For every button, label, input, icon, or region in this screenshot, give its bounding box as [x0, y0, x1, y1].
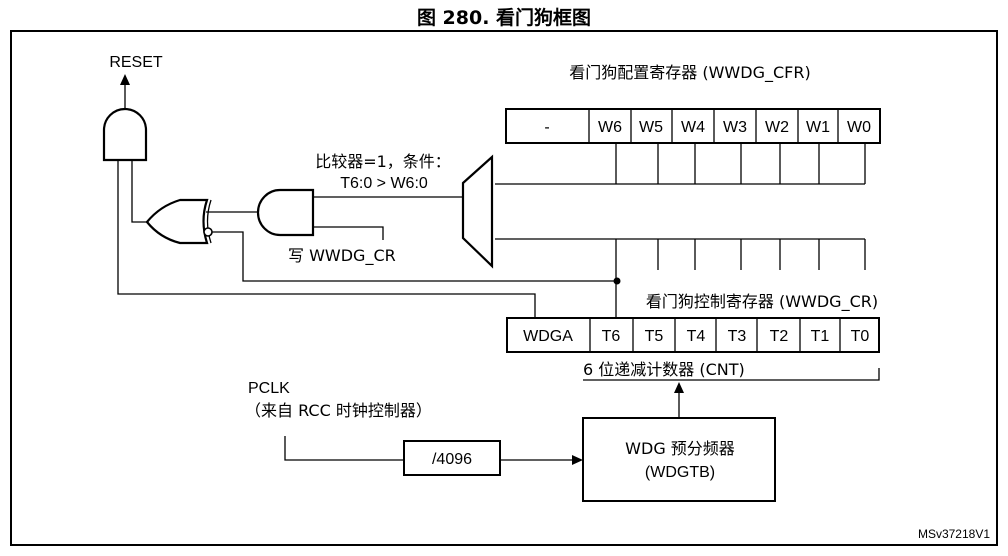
diagram-frame: [10, 30, 998, 546]
cfr-bit-w2: W2: [765, 119, 789, 136]
cr-register-label: 看门狗控制寄存器 (WWDG_CR): [646, 292, 878, 312]
cfr-bus: [495, 143, 866, 185]
write-cr-wire: [313, 226, 384, 240]
cfr-bit-w4: W4: [681, 119, 705, 136]
comparator-label-line2: T6:0 > W6:0: [340, 175, 428, 192]
cfr-bit-reserved: -: [544, 119, 549, 136]
counter-bracket: [583, 368, 880, 381]
t6-feedback-wire: [212, 231, 617, 282]
comparator-label-line1: 比较器=1，条件：: [315, 152, 451, 171]
cr-bit-t6: T6: [602, 328, 621, 345]
or-gate: [145, 198, 209, 245]
or-gate-back-curve: [206, 199, 212, 244]
cfr-bit-w5: W5: [639, 119, 663, 136]
cr-bit-wdga: WDGA: [523, 328, 573, 345]
prescaler-arrow-icon: [572, 455, 583, 465]
reset-label: RESET: [109, 54, 163, 71]
comparator: [461, 154, 494, 269]
cfr-register: - W6 W5 W4 W3 W2 W1 W0: [505, 108, 881, 144]
pclk-source-label: （来自 RCC 时钟控制器）: [245, 401, 432, 420]
cfr-bit-w1: W1: [806, 119, 830, 136]
figure-title: 图 280. 看门狗框图: [417, 6, 591, 29]
prescaler-label-line2: (WDGTB): [645, 464, 715, 481]
cr-bit-t0: T0: [851, 328, 870, 345]
wdga-wire: [117, 160, 536, 318]
divider-label: /4096: [432, 451, 472, 468]
cr-bit-t5: T5: [645, 328, 664, 345]
compare-and-gate: [256, 188, 315, 237]
cr-bit-t1: T1: [811, 328, 830, 345]
reset-arrow-icon: [120, 74, 130, 85]
divider-box: [403, 440, 501, 476]
cr-register: WDGA T6 T5 T4 T3 T2 T1 T0: [506, 317, 880, 353]
cr-bit-t2: T2: [770, 328, 789, 345]
cfr-register-label: 看门狗配置寄存器 (WWDG_CFR): [569, 63, 810, 83]
write-cr-label: 写 WWDG_CR: [288, 246, 396, 266]
prescaler-label-line1: WDG 预分频器: [625, 439, 735, 458]
cr-bit-t4: T4: [687, 328, 706, 345]
junction-dot-icon: [613, 277, 621, 285]
or-output-wire: [131, 160, 148, 223]
figure-id: MSv37218V1: [918, 527, 990, 541]
cfr-bit-w3: W3: [723, 119, 747, 136]
cr-bus: [495, 238, 866, 318]
inverter-bubble-icon: [203, 227, 213, 237]
counter-label: 6 位递减计数器 (CNT): [583, 360, 745, 379]
prescaler-box: [582, 417, 776, 502]
cfr-bit-w6: W6: [598, 119, 622, 136]
pclk-label: PCLK: [248, 380, 290, 397]
cfr-bit-w0: W0: [847, 119, 871, 136]
counter-arrow-icon: [674, 382, 684, 393]
pclk-wire: [284, 436, 404, 461]
reset-and-gate: [102, 107, 148, 162]
cr-bit-t3: T3: [728, 328, 747, 345]
